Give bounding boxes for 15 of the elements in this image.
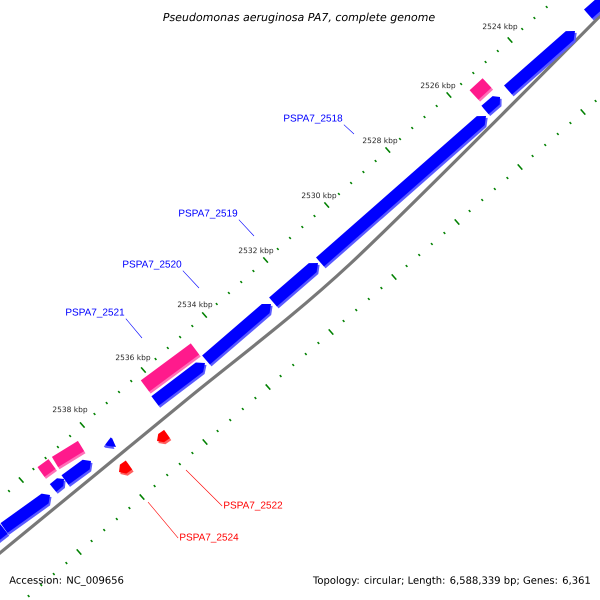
- footer-text: Accession: NC_009656: [9, 576, 124, 586]
- leader-line: [126, 318, 142, 338]
- gene-label: PSPA7_2519: [179, 210, 238, 218]
- gene-label: PSPA7_2522: [224, 502, 282, 510]
- gene-label: PSPA7_2521: [66, 308, 124, 318]
- gene-label: PSPA7_2518: [284, 114, 342, 124]
- title: Pseudomonas aeruginosa PA7, complete genome: [163, 12, 435, 24]
- leader-line: [186, 470, 222, 506]
- footer-text: Topology: circular; Length: 6,588,339 bp; Genes: 6,361: [312, 576, 590, 586]
- leader-line: [148, 502, 178, 538]
- gene-label: PSPA7_2524: [180, 534, 238, 542]
- leader-line: [182, 270, 200, 288]
- leader-line: [344, 124, 354, 134]
- leader-line: [238, 219, 254, 236]
- gene-label: PSPA7_2520: [123, 260, 182, 270]
